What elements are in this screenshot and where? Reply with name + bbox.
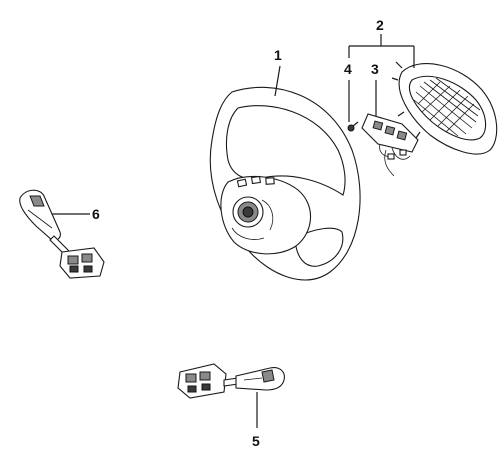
switch-module — [361, 113, 419, 177]
callout-4: 4 — [344, 61, 352, 77]
callout-1: 1 — [274, 47, 282, 63]
airbag-cover — [391, 61, 498, 155]
right-stalk-switch — [177, 363, 285, 399]
callout-3: 3 — [371, 61, 379, 77]
steering-wheel — [209, 86, 361, 281]
callout-5: 5 — [252, 433, 260, 449]
callout-2: 2 — [376, 17, 384, 33]
callout-6: 6 — [92, 206, 100, 222]
screw — [347, 121, 359, 132]
left-stalk-switch — [19, 189, 105, 279]
